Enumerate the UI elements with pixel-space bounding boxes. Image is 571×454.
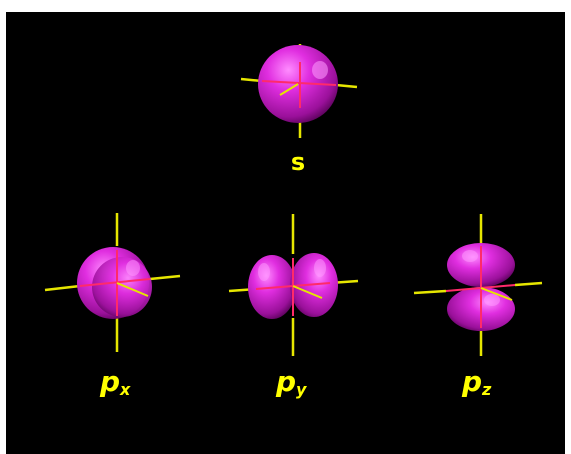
axis-line xyxy=(413,289,447,295)
orbital-py: py xyxy=(228,214,359,399)
inner-axis-line xyxy=(116,282,149,297)
pz-highlight xyxy=(484,294,500,306)
orbital-label-pz: pz xyxy=(461,365,492,399)
s-highlight xyxy=(312,61,328,79)
orbital-label-py: py xyxy=(275,365,307,399)
axis-line xyxy=(335,83,358,89)
orbital-letter: p xyxy=(99,365,120,398)
px-lobe-front xyxy=(92,257,152,317)
orbital-s: s xyxy=(240,44,358,176)
axis-line xyxy=(44,284,81,292)
inner-axis-line xyxy=(292,285,323,299)
px-highlight xyxy=(126,260,140,276)
orbital-subscript: y xyxy=(296,380,307,399)
inner-axis-line xyxy=(480,287,513,301)
pz-highlight xyxy=(462,250,478,262)
orbital-subscript: x xyxy=(119,380,131,399)
axis-line xyxy=(149,274,181,281)
axis-line xyxy=(514,281,543,287)
inner-axis-line xyxy=(79,278,151,287)
orbital-label-px: px xyxy=(99,365,131,399)
orbital-letter: p xyxy=(275,365,296,398)
orbital-label-s: s xyxy=(291,148,305,176)
inner-axis-line xyxy=(279,83,299,96)
orbital-letter: p xyxy=(461,365,482,398)
py-highlight xyxy=(258,263,270,281)
orbital-subscript: z xyxy=(481,380,492,399)
orbital-px: px xyxy=(44,213,181,399)
py-highlight xyxy=(314,259,326,277)
orbital-pz: pz xyxy=(413,214,543,399)
